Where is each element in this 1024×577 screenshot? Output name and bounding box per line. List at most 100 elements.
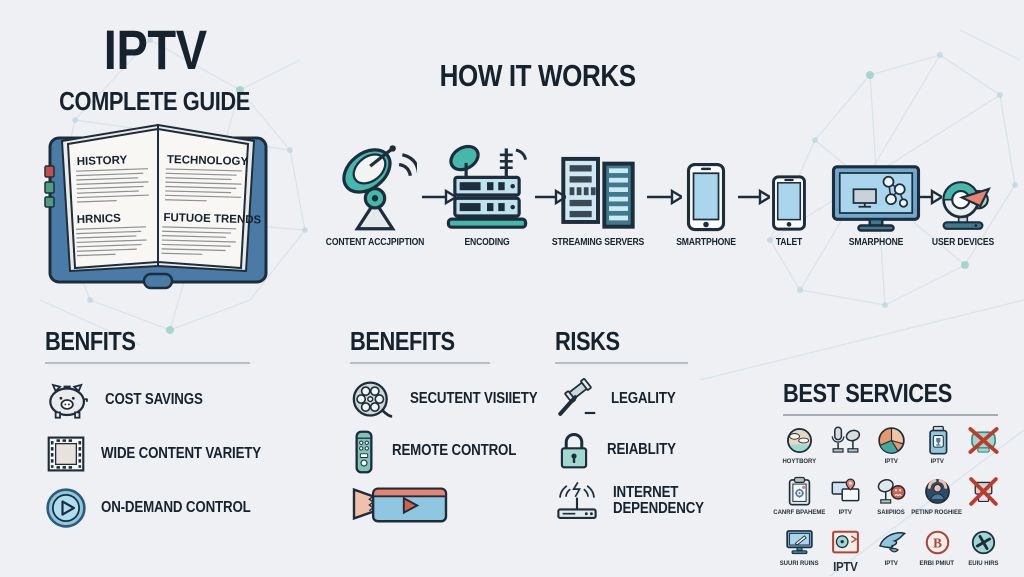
- service-item-8: SAIIPIIOS: [868, 475, 914, 526]
- item-label: ON-DEMAND CONTROL: [101, 498, 251, 516]
- flow-arrow-icon: [422, 188, 459, 206]
- encoder-server-icon: [445, 142, 529, 232]
- video-camera-icon: [350, 481, 450, 527]
- sub-title: COMPLETE GUIDE: [59, 86, 251, 116]
- service-item-label: CANRF BPAHEME: [772, 509, 826, 516]
- server-rack-icon: [557, 152, 639, 232]
- screens-heart-icon: [829, 475, 862, 508]
- film-slide-icon: [829, 526, 862, 559]
- gavel-icon: [555, 378, 597, 420]
- remote-control-icon: [350, 429, 378, 475]
- service-item-2: [822, 424, 868, 475]
- flow-step-label: CONTENT ACCJPIPTION: [325, 236, 425, 248]
- service-item-label: IPTV: [832, 560, 858, 574]
- book-heading-basics: HRNICS: [77, 213, 122, 227]
- service-item-12: IPTV: [822, 526, 868, 577]
- service-item-label: IPTV: [884, 560, 898, 567]
- flow-arrow-icon: [647, 188, 685, 206]
- film-frame-icon: [45, 435, 87, 473]
- risks-item-3: INTERNET DEPENDENCY: [555, 476, 705, 526]
- svg-text:B: B: [933, 535, 942, 550]
- crossed-tv-icon: [967, 424, 1000, 457]
- service-item-5: [960, 424, 1006, 475]
- flow-step-label: SMARPHONE: [848, 236, 904, 248]
- service-item-4: IPTV: [914, 424, 960, 475]
- flow-arrow-icon: [918, 188, 945, 206]
- benefits-section-left: BENFITS COST SAVINGS WIDE CONTENT VARIETY…: [45, 326, 261, 534]
- router-wifi-icon: [555, 480, 599, 522]
- main-title: IPTV: [103, 18, 207, 81]
- book-heading-technology: TECHNOLOGY: [167, 154, 249, 168]
- flow-arrow-icon: [535, 188, 569, 206]
- guide-book-illustration: HISTORY HRNICS TECHNOLOGY FUTUOE TRENDS: [44, 123, 268, 290]
- service-item-13: IPTV: [868, 526, 914, 577]
- flow-step-label: ENCODING: [464, 236, 510, 248]
- tablet-icon: [770, 174, 808, 232]
- service-item-label: HOYTBORY: [782, 458, 816, 465]
- user-device-icon: [932, 176, 994, 232]
- service-item-6: CANRF BPAHEME: [772, 475, 826, 526]
- benefits-mid-title: BENEFITS: [350, 326, 455, 356]
- risks-item-2: REIABLITY: [555, 425, 705, 475]
- benefits-mid-underline: [350, 362, 490, 364]
- best-services-underline: [783, 414, 998, 416]
- item-label: REMOTE CONTROL: [392, 442, 517, 460]
- item-label: REIABLITY: [607, 440, 676, 458]
- crossed-device-icon: [967, 475, 1000, 508]
- service-item-label: IPTV: [884, 458, 898, 465]
- service-item-9: PETINP ROGHIEE: [911, 475, 963, 526]
- service-item-label: EUIU HIRS: [967, 560, 999, 567]
- film-reel-icon: [350, 379, 396, 421]
- piggy-bank-icon: [45, 380, 91, 420]
- benefits-left-underline: [45, 362, 250, 364]
- bookmark-red: [44, 165, 55, 178]
- risks-item-1: LEGALITY: [555, 374, 705, 424]
- monitor-pen-icon: [783, 526, 816, 559]
- benefits-left-item-2: WIDE CONTENT VARIETY: [45, 428, 261, 480]
- satellite-dish-icon: [333, 142, 417, 232]
- service-item-label: SAIIPIIOS: [877, 509, 905, 516]
- service-item-label: ERBI PMIUT: [919, 560, 955, 567]
- service-item-15: EUIU HIRS: [960, 526, 1006, 577]
- service-item-11: SUURI RUINS: [776, 526, 822, 577]
- battery-trophy-icon: [921, 424, 954, 457]
- benefits-left-item-3: ON-DEMAND CONTROL: [45, 482, 255, 534]
- benefits-mid-item-2: REMOTE CONTROL: [350, 426, 516, 477]
- benefits-left-title: BENFITS: [45, 326, 136, 356]
- globe-clouds-icon: [783, 424, 816, 457]
- service-item-14: B ERBI PMIUT: [914, 526, 960, 577]
- bookmark-green-2: [44, 196, 55, 208]
- flow-step-label: USER DEVICES: [931, 236, 995, 248]
- service-item-label: SUURI RUINS: [779, 560, 819, 567]
- padlock-icon: [555, 429, 593, 471]
- mic-dish-icon: [829, 424, 862, 457]
- risks-underline: [555, 362, 688, 364]
- letter-badge-icon: B: [921, 526, 954, 559]
- service-item-label: PETINP ROGHIEE: [911, 509, 963, 516]
- best-services-title: BEST SERVICES: [783, 378, 952, 408]
- clipboard-icon: [783, 475, 816, 508]
- pie-circle-icon: [875, 424, 908, 457]
- smartphone-icon: [684, 162, 728, 232]
- dish-face-icon: [875, 475, 908, 508]
- service-item-1: HOYTBORY: [776, 424, 822, 475]
- play-circle-icon: [45, 487, 87, 529]
- item-label: WIDE CONTENT VARIETY: [101, 444, 261, 462]
- benefits-mid-item-1: SECUTENT VISIIETY: [350, 374, 538, 425]
- benefits-section-middle: BENEFITS SECUTENT VISIIETY REMOTE CONTROL: [350, 326, 538, 529]
- item-label: INTERNET DEPENDENCY: [613, 483, 704, 517]
- bookmark-green: [44, 181, 55, 194]
- flow-arrow-icon: [738, 188, 773, 206]
- service-item-label: IPTV: [930, 458, 944, 465]
- service-item-3: IPTV: [868, 424, 914, 475]
- flow-step-label: TALET: [775, 236, 803, 248]
- benefits-left-item-1: COST SAVINGS: [45, 374, 255, 426]
- service-item-7: IPTV: [822, 475, 868, 526]
- how-it-works-title: HOW IT WORKS: [439, 58, 637, 93]
- flow-step-label: SMARTPHONE: [676, 236, 736, 248]
